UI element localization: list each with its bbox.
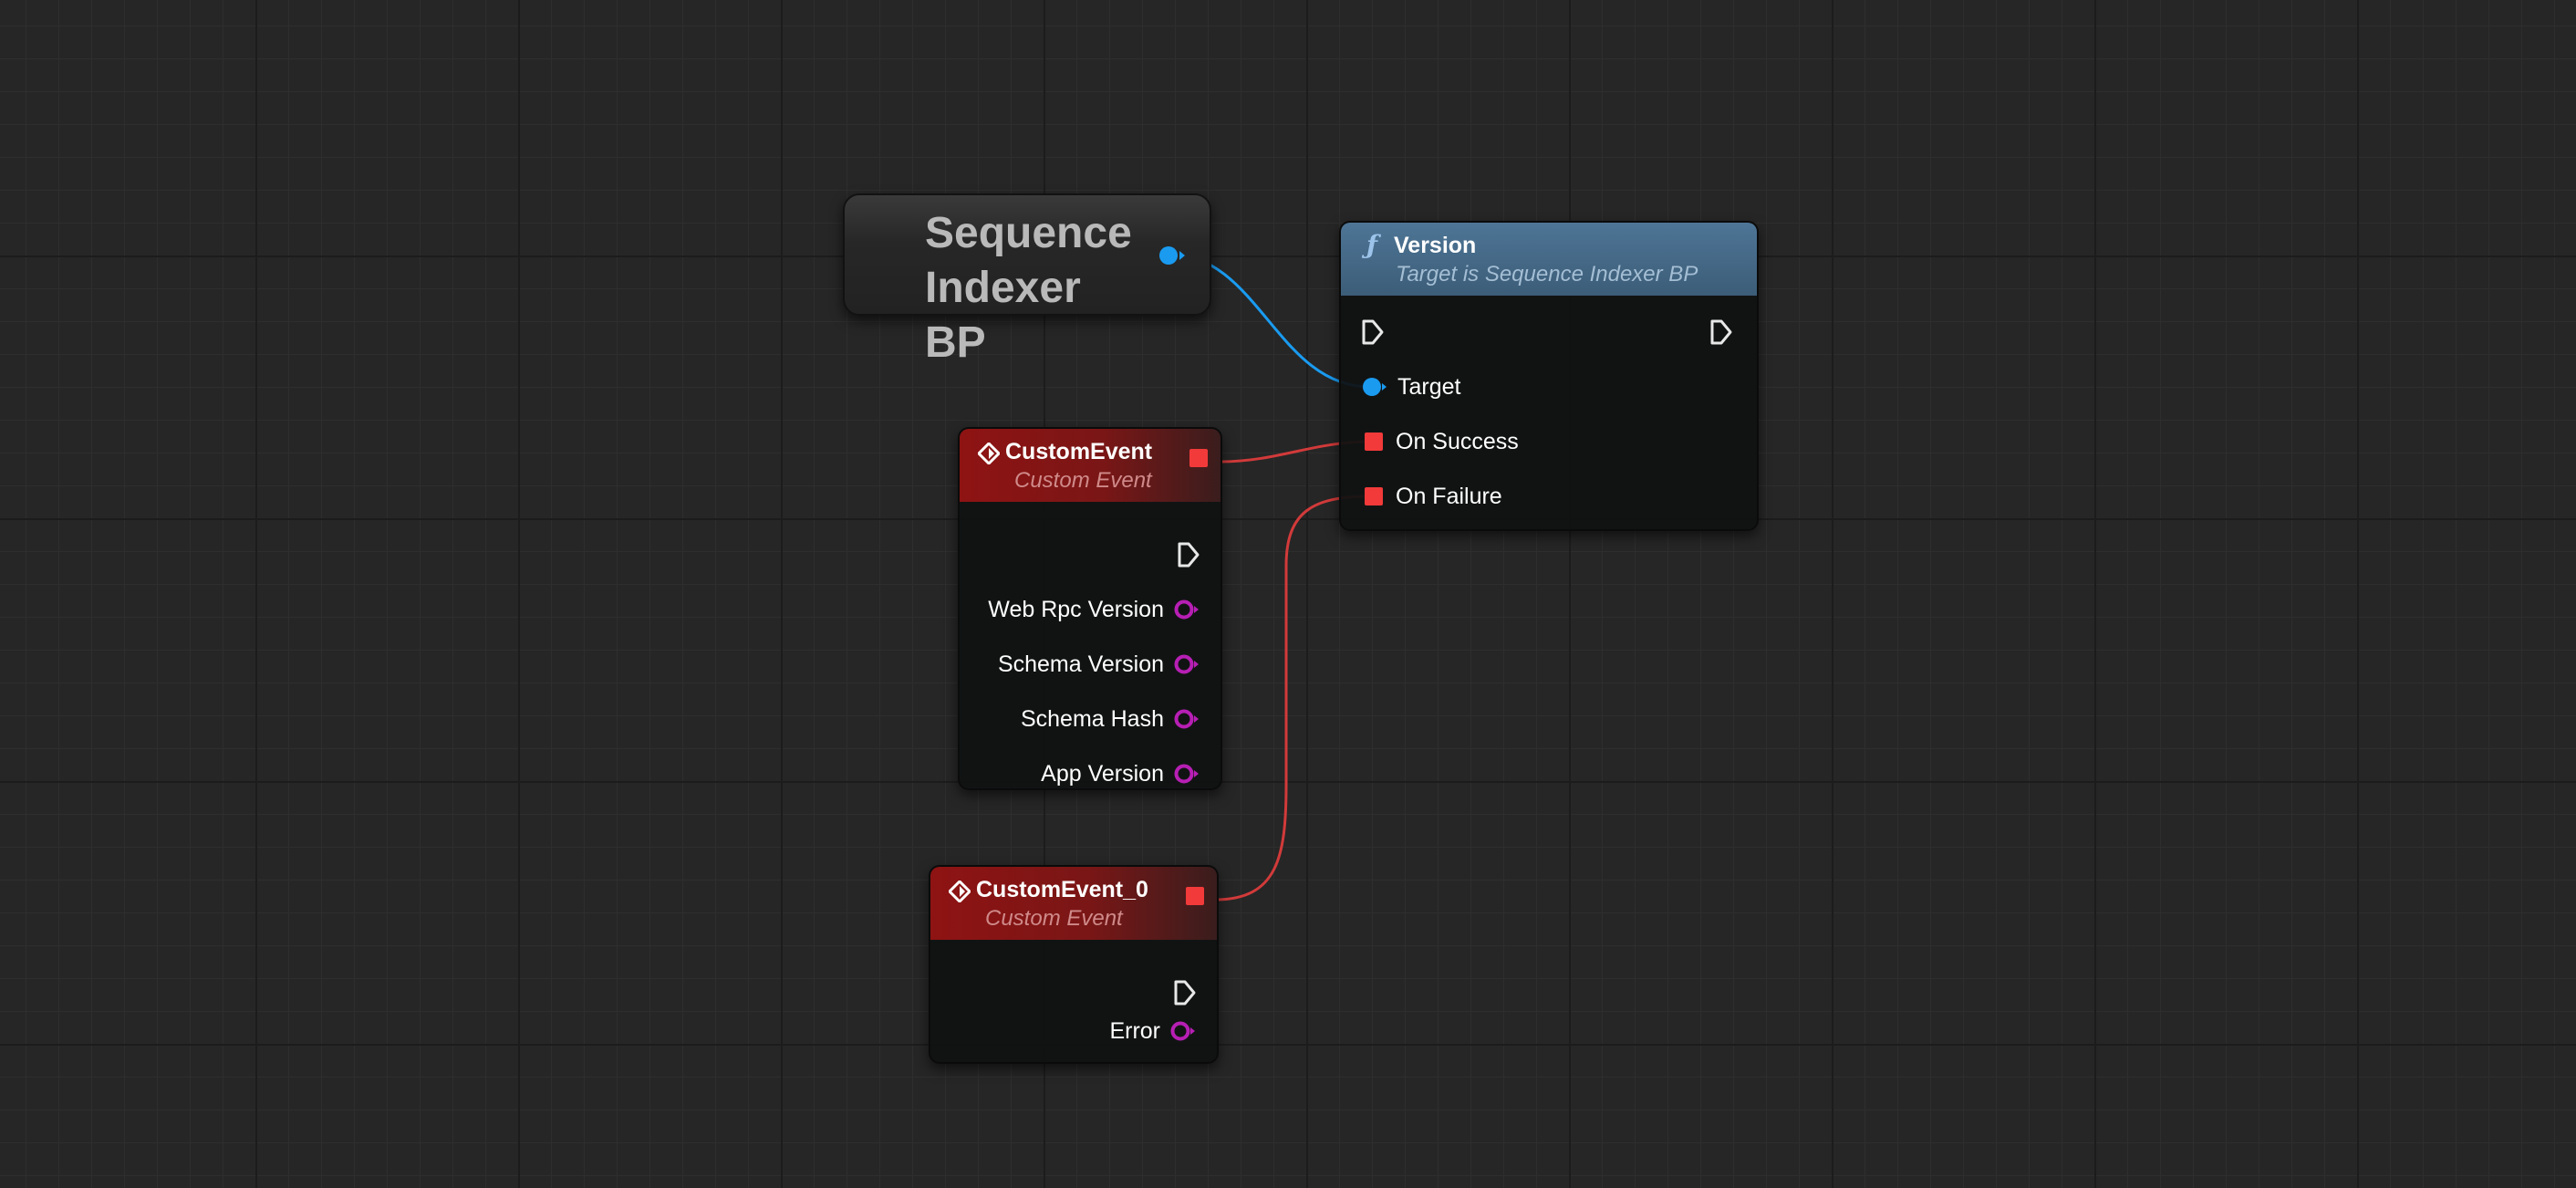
output-pin-label: Web Rpc Version [988,596,1164,622]
custom-event-0-subtitle: Custom Event [985,906,1123,931]
on-success-pin-label: On Success [1396,428,1519,454]
version-node-header: ƒ Version Target is Sequence Indexer BP [1341,223,1757,296]
function-icon: ƒ [1366,230,1378,260]
variable-node-title: Sequence Indexer BP [925,209,1132,367]
version-node-title: Version [1394,233,1477,258]
struct-pin-icon[interactable] [1173,708,1200,730]
custom-event-0-exec-pin-icon[interactable] [1173,979,1197,1006]
on-success-pin-row[interactable]: On Success [1365,423,1519,460]
struct-pin-icon[interactable] [1173,653,1200,675]
exec-input-pin-row[interactable] [1361,314,1385,350]
event-icon [978,443,1000,464]
output-pin-row-web-rpc-version[interactable]: Web Rpc Version [988,591,1200,628]
struct-pin-icon[interactable] [1173,763,1200,785]
exec-output-pin-row[interactable] [1709,314,1733,350]
on-failure-pin-row[interactable]: On Failure [1365,478,1502,515]
custom-event-node[interactable]: CustomEvent Custom Event Web Rpc Version… [958,427,1222,790]
object-output-pin[interactable] [1158,245,1186,271]
output-pin-label: Schema Hash [1020,705,1164,732]
target-pin-label: Target [1397,373,1461,400]
on-success-delegate-pin[interactable] [1365,432,1383,451]
version-node-subtitle: Target is Sequence Indexer BP [1396,262,1698,287]
custom-event-subtitle: Custom Event [1014,468,1152,493]
custom-event-0-header: CustomEvent_0 Custom Event [930,867,1217,940]
custom-event-exec-pin-icon[interactable] [1177,541,1200,568]
custom-event-0-node[interactable]: CustomEvent_0 Custom Event Error [929,865,1219,1064]
target-pin-icon[interactable] [1361,376,1388,398]
custom-event-title: CustomEvent [1005,439,1153,464]
custom-event-header: CustomEvent Custom Event [960,429,1220,502]
custom-event-exec-pin-row[interactable] [1177,537,1200,573]
custom-event-delegate-pin[interactable] [1189,449,1208,467]
custom-event-0-delegate-pin[interactable] [1186,887,1204,905]
target-pin-row[interactable]: Target [1361,369,1460,405]
on-failure-pin-label: On Failure [1396,483,1502,509]
on-failure-delegate-pin[interactable] [1365,487,1383,505]
custom-event-0-title: CustomEvent_0 [976,877,1148,902]
custom-event-0-exec-pin-row[interactable] [1173,974,1197,1011]
exec-output-pin-icon[interactable] [1709,318,1733,346]
output-pin-row-error[interactable]: Error [1109,1013,1197,1049]
struct-pin-icon[interactable] [1169,1020,1197,1042]
output-pin-row-schema-hash[interactable]: Schema Hash [1021,701,1200,737]
output-pin-label: App Version [1041,760,1164,787]
output-pin-label: Error [1109,1017,1160,1044]
sequence-indexer-variable-node[interactable]: Sequence Indexer BP [843,193,1211,367]
event-icon [949,881,971,902]
exec-input-pin-icon[interactable] [1361,318,1385,346]
output-pin-row-app-version[interactable]: App Version [1041,756,1200,788]
version-function-node[interactable]: ƒ Version Target is Sequence Indexer BP … [1339,221,1759,531]
output-pin-label: Schema Version [997,651,1164,677]
struct-pin-icon[interactable] [1173,599,1200,620]
output-pin-row-schema-version[interactable]: Schema Version [998,646,1200,683]
